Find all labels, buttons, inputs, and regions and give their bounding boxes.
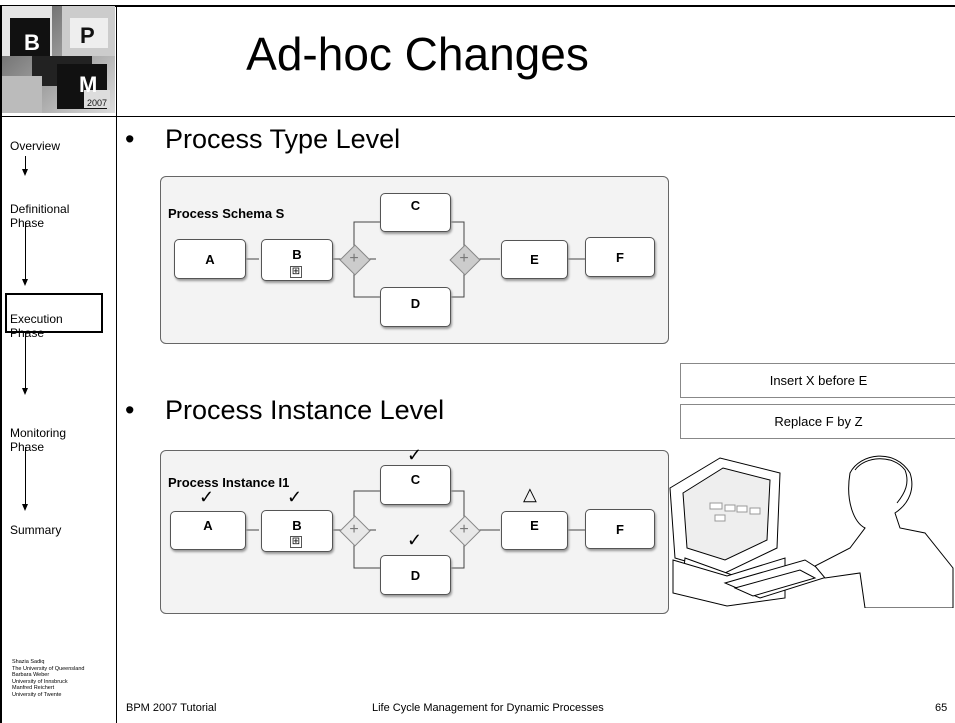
- task-d[interactable]: D: [380, 287, 451, 327]
- task-label: C: [410, 198, 421, 213]
- author-credits: Shazia Sadiq The University of Queenslan…: [12, 659, 85, 698]
- task-label: F: [616, 249, 624, 265]
- process-schema-panel: Process Schema S A B ⊞ + C D + E F: [160, 176, 669, 344]
- schema-connectors: [244, 221, 585, 298]
- task-a[interactable]: A: [170, 511, 246, 550]
- process-instance-panel: Process Instance I1 ✓ ✓ ✓ ✓ △ A B ⊞ + C …: [160, 445, 669, 614]
- arrow-down-icon: [22, 447, 28, 511]
- callout-replace-f: Replace F by Z: [680, 404, 955, 439]
- sidebar-item-summary[interactable]: Summary: [10, 523, 110, 537]
- svg-text:B: B: [24, 30, 40, 55]
- bullet-dot: •: [125, 124, 135, 154]
- bullet-text: Process Instance Level: [165, 395, 445, 425]
- task-c[interactable]: C: [380, 193, 451, 232]
- bullet-text: Process Type Level: [165, 124, 401, 154]
- task-label: A: [205, 251, 215, 267]
- sidebar-item-label: Definitional Phase: [10, 202, 70, 230]
- triangle-icon: △: [523, 484, 537, 504]
- task-label: E: [530, 518, 539, 533]
- checkmark-icon: ✓: [407, 530, 423, 550]
- frame-left: [0, 5, 2, 723]
- svg-text:M: M: [79, 72, 97, 97]
- task-label: A: [203, 518, 213, 533]
- sidebar-item-monitoring-phase[interactable]: Monitoring Phase: [10, 412, 110, 454]
- footer-center: Life Cycle Management for Dynamic Proces…: [372, 702, 604, 714]
- subprocess-marker-icon: ⊞: [290, 536, 302, 548]
- bpm-logo: B P M 2007: [2, 6, 115, 113]
- frame-sidebar-divider: [116, 5, 117, 723]
- instance-connectors: [244, 490, 585, 569]
- frame-top: [0, 5, 955, 7]
- process-schema-label: Process Schema S: [168, 206, 285, 221]
- page-number: 65: [935, 702, 948, 714]
- sidebar-item-label: Overview: [10, 139, 61, 153]
- sidebar-item-overview[interactable]: Overview: [10, 139, 110, 153]
- task-label: B: [292, 517, 302, 533]
- sidebar-item-definitional-phase[interactable]: Definitional Phase: [10, 188, 110, 230]
- svg-text:2007: 2007: [87, 98, 107, 108]
- task-label: B: [292, 246, 302, 262]
- task-label: D: [410, 567, 421, 583]
- arrow-down-icon: [22, 156, 28, 176]
- sidebar-item-label: Monitoring Phase: [10, 426, 67, 454]
- callout-insert-x: Insert X before E: [680, 363, 955, 398]
- task-label: E: [530, 252, 539, 267]
- task-c[interactable]: C: [380, 465, 451, 505]
- task-d[interactable]: D: [380, 555, 451, 595]
- sidebar-item-label: Execution Phase: [10, 312, 63, 340]
- task-a[interactable]: A: [174, 239, 246, 279]
- task-f[interactable]: F: [585, 237, 655, 277]
- task-e[interactable]: E: [501, 511, 568, 550]
- task-label: C: [410, 472, 421, 487]
- svg-text:P: P: [80, 23, 95, 48]
- checkmark-icon: ✓: [287, 487, 303, 507]
- task-label: F: [616, 521, 624, 537]
- page-title: Ad-hoc Changes: [246, 28, 589, 80]
- user-at-computer-illustration: [669, 455, 954, 608]
- process-instance-label: Process Instance I1: [168, 475, 290, 490]
- subprocess-marker-icon: ⊞: [290, 266, 302, 278]
- footer-left: BPM 2007 Tutorial: [126, 702, 217, 714]
- checkmark-icon: ✓: [199, 487, 215, 507]
- arrow-down-icon: [22, 333, 28, 395]
- sidebar-item-execution-phase[interactable]: Execution Phase: [10, 298, 110, 340]
- sidebar-item-label: Summary: [10, 523, 62, 537]
- task-f[interactable]: F: [585, 509, 655, 549]
- plus-icon: +: [459, 250, 469, 267]
- current-section-highlight: [5, 293, 103, 333]
- arrow-down-icon: [22, 222, 28, 286]
- bullet-dot: •: [125, 395, 135, 425]
- task-e[interactable]: E: [501, 240, 568, 279]
- task-label: D: [410, 296, 421, 311]
- plus-icon: +: [349, 521, 359, 538]
- plus-icon: +: [349, 250, 359, 267]
- checkmark-icon: ✓: [407, 445, 423, 465]
- plus-icon: +: [459, 521, 469, 538]
- frame-header-divider: [0, 116, 955, 117]
